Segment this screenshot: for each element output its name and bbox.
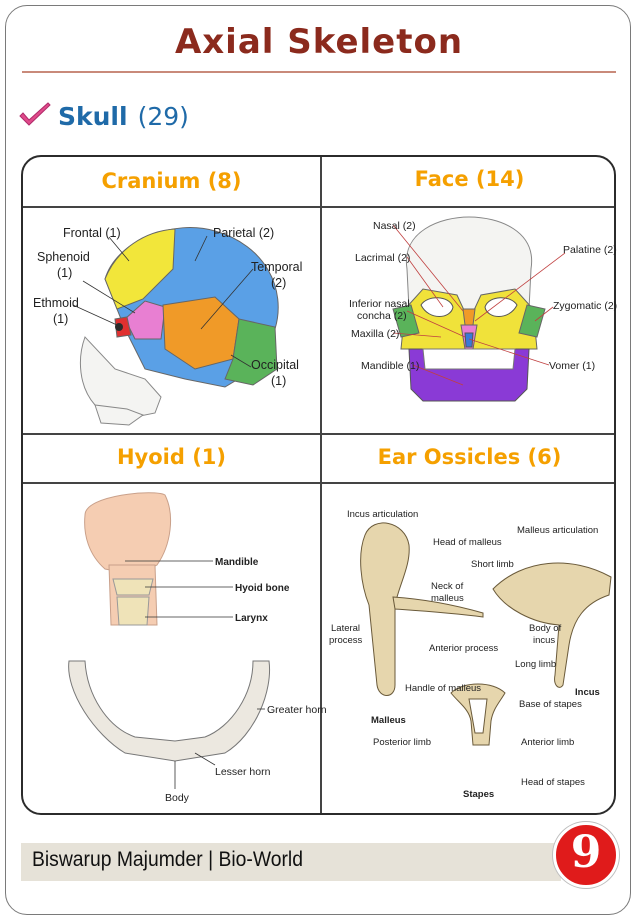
lateral-label: Lateral <box>331 623 360 634</box>
head-of-malleus-label: Head of malleus <box>433 537 502 548</box>
hyoid-bone-label: Hyoid bone <box>235 583 290 594</box>
stapes-label: Stapes <box>463 789 494 800</box>
greater-horn-label: Greater horn <box>267 704 327 716</box>
long-limb-label: Long limb <box>515 659 556 670</box>
concha-label: concha (2) <box>357 310 407 322</box>
temporal-label: Temporal <box>251 260 302 274</box>
zygomatic-label: Zygomatic (2) <box>553 300 617 312</box>
ear-ossicles-image: Incus articulation Head of malleus Malle… <box>329 509 612 800</box>
nasal-label: Nasal (2) <box>373 220 416 232</box>
occipital-count: (1) <box>271 374 286 388</box>
skull-table: Cranium (8) Face (14) Hyoid (1) Ear Ossi… <box>21 155 617 815</box>
skull-count: (29) <box>137 101 189 131</box>
hyoid-body-label: Body <box>165 792 190 804</box>
larynx-label: Larynx <box>235 613 268 624</box>
page-title: Axial Skeleton <box>174 22 464 62</box>
footer-bar <box>21 843 561 881</box>
cranium-heading: Cranium (8) <box>101 169 242 193</box>
incus-label: Incus <box>575 687 600 698</box>
page-number: 9 <box>570 827 602 878</box>
face-heading: Face (14) <box>414 167 525 191</box>
page-number-badge: 9 <box>553 822 619 888</box>
table-vertical-divider <box>320 157 322 813</box>
base-of-stapes-label: Base of stapes <box>519 699 582 710</box>
sphenoid-count: (1) <box>57 266 72 280</box>
checkmark-icon <box>19 102 51 126</box>
face-skull-image: Nasal (2) Lacrimal (2) Palatine (2) Infe… <box>349 216 617 402</box>
footer-author: Biswarup Majumder | Bio-World <box>32 848 303 871</box>
lacrimal-label: Lacrimal (2) <box>355 252 410 264</box>
page-frame <box>5 5 631 915</box>
vomer-label: Vomer (1) <box>549 360 595 372</box>
hyoid-heading: Hyoid (1) <box>116 445 227 469</box>
title-divider <box>22 71 616 73</box>
frontal-label: Frontal (1) <box>63 226 121 240</box>
palatine-label: Palatine (2) <box>563 244 617 256</box>
cranium-skull-image: Frontal (1) Parietal (2) Sphenoid (1) Te… <box>33 226 302 426</box>
process-label: process <box>329 635 363 646</box>
anterior-process-label: Anterior process <box>429 643 498 654</box>
temporal-count: (2) <box>271 276 286 290</box>
malleus-articulation-label: Malleus articulation <box>517 525 598 536</box>
malleus-label: Malleus <box>371 715 406 726</box>
body-of-incus-label-2: incus <box>533 635 555 646</box>
occipital-label: Occipital <box>251 358 299 372</box>
ethmoid-label: Ethmoid <box>33 296 79 310</box>
anterior-limb-label: Anterior limb <box>521 737 574 748</box>
ossicles-heading: Ear Ossicles (6) <box>377 445 562 469</box>
inferior-nasal-label: Inferior nasal <box>349 298 410 310</box>
handle-of-malleus-label: Handle of malleus <box>405 683 481 694</box>
table-row-divider <box>23 482 614 484</box>
sphenoid-label: Sphenoid <box>37 250 90 264</box>
head-of-stapes-label: Head of stapes <box>521 777 585 788</box>
body-of-incus-label: Body of <box>529 623 562 634</box>
hyoid-mandible-label: Mandible <box>215 557 259 568</box>
lesser-horn-label: Lesser horn <box>215 766 271 778</box>
hyoid-image: Mandible Hyoid bone Larynx Greater horn … <box>68 492 327 804</box>
ethmoid-count: (1) <box>53 312 68 326</box>
incus-articulation-label: Incus articulation <box>347 509 418 520</box>
parietal-label: Parietal (2) <box>213 226 274 240</box>
neck-label-2: malleus <box>431 593 464 604</box>
mandible-label: Mandible (1) <box>361 360 419 372</box>
table-row-divider <box>23 206 614 208</box>
table-row-divider <box>23 433 614 435</box>
maxilla-label: Maxilla (2) <box>351 328 399 340</box>
short-limb-label: Short limb <box>471 559 514 570</box>
skull-label: Skull <box>58 101 128 131</box>
skull-bullet: Skull (29) <box>18 96 189 136</box>
posterior-limb-label: Posterior limb <box>373 737 431 748</box>
neck-label: Neck of <box>431 581 464 592</box>
